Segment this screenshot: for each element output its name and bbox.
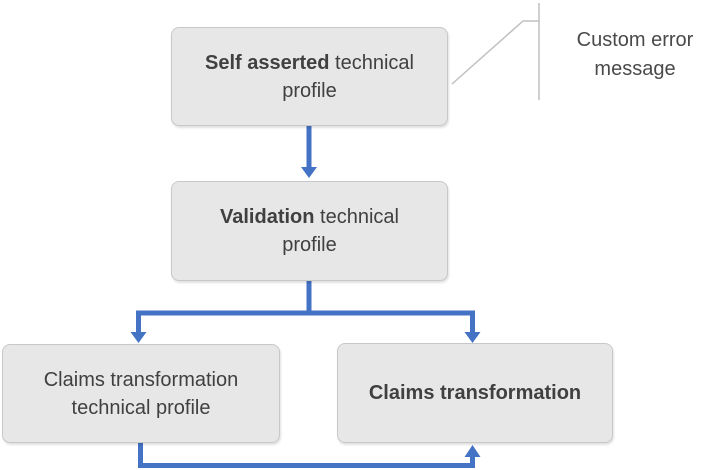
node-claims-transformation: Claims transformation xyxy=(337,343,613,443)
node-label-rest: technical profile xyxy=(282,206,399,256)
node-label: Claims transformation xyxy=(369,379,581,407)
node-label-rest: Claims transformation technical profile xyxy=(43,368,239,419)
node-label: Claims transformation technical profile xyxy=(17,366,265,422)
node-self-asserted-technical-profile: Self asserted technical profile xyxy=(171,27,448,126)
arrowhead-up-to-claims-transformation-icon xyxy=(464,445,481,457)
callout-leader-line xyxy=(451,20,539,85)
arrowhead-to-validation-icon xyxy=(301,167,317,178)
node-label: Self asserted technical profile xyxy=(186,49,433,105)
arrowhead-to-claims-transformation-icon xyxy=(464,332,481,343)
node-claims-transformation-technical-profile: Claims transformation technical profile xyxy=(2,344,280,443)
node-label-rest: technical profile xyxy=(282,51,414,102)
arrow-claims-tp-to-claims-transformation xyxy=(138,443,475,468)
node-label-bold: Self asserted xyxy=(204,51,330,74)
arrowhead-to-claims-tp-icon xyxy=(130,332,147,343)
node-label: Validation technical profile xyxy=(208,203,411,259)
node-label-bold: Claims transformation xyxy=(368,382,582,404)
node-label-bold: Validation xyxy=(220,206,315,228)
arrow-validation-branch-rail xyxy=(136,310,475,333)
node-validation-technical-profile: Validation technical profile xyxy=(171,181,448,281)
callout-custom-error-message: Custom error message xyxy=(576,29,694,80)
